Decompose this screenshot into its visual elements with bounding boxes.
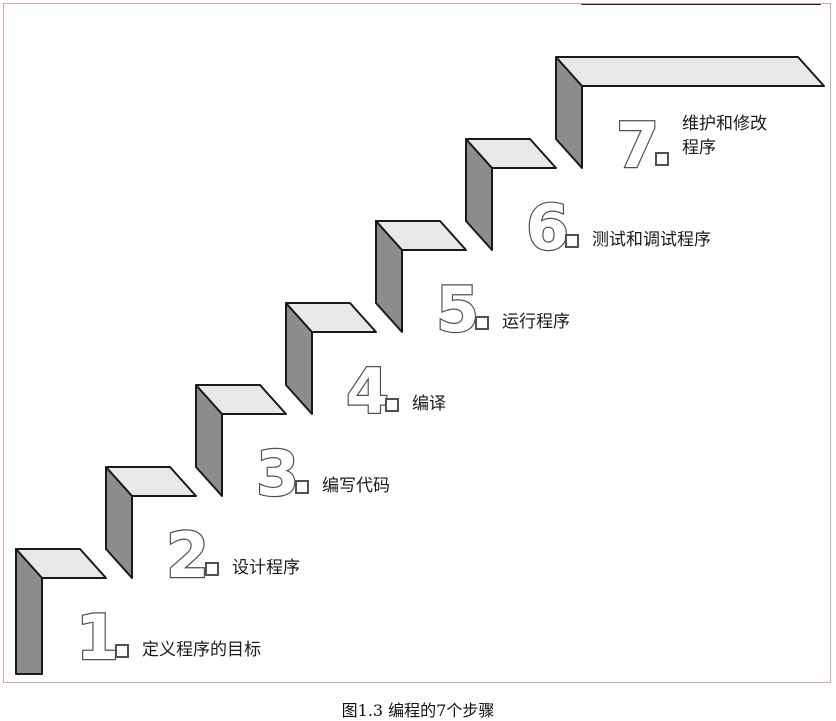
bullet-square-icon [655, 152, 669, 166]
stair-tread [285, 302, 377, 333]
step-number: 5 [436, 273, 479, 346]
step-4-label-group: 4 编译 [345, 354, 446, 429]
stair-tread [15, 548, 107, 579]
staircase-diagram: 1 定义程序的目标 2 设计程序 3 编写代码 4 编译 5 运行程序 6 测试和调试程序 7 维护和修改… [15, 4, 825, 675]
stair-tread [105, 466, 197, 497]
stair-step-1 [15, 548, 107, 675]
step-label-text: 测试和调试程序 [592, 230, 711, 250]
step-6-label-group: 6 测试和调试程序 [525, 190, 711, 265]
step-number: 7 [616, 109, 659, 182]
stair-step-2 [105, 466, 197, 579]
step-5-label-group: 5 运行程序 [435, 272, 570, 347]
step-label-text: 设计程序 [232, 558, 300, 578]
stair-tread [375, 220, 467, 251]
stairs-group [15, 4, 825, 675]
step-3-label-group: 3 编写代码 [255, 436, 390, 511]
bullet-square-icon [295, 480, 309, 494]
step-label-text: 维护和修改 [682, 114, 767, 134]
step-labels: 1 定义程序的目标 2 设计程序 3 编写代码 4 编译 5 运行程序 6 测试和调试程序 7 维护和修改… [75, 108, 767, 675]
figure-caption: 图1.3 编程的7个步骤 [341, 701, 495, 720]
stair-tread [195, 384, 287, 415]
step-number: 6 [526, 191, 569, 264]
step-label-text: 定义程序的目标 [142, 640, 261, 660]
stair-step-4 [285, 302, 377, 415]
stair-step-5 [375, 220, 467, 333]
stair-tread [555, 56, 825, 87]
bullet-square-icon [385, 398, 399, 412]
bullet-square-icon [115, 644, 129, 658]
step-number: 3 [256, 437, 299, 510]
bullet-square-icon [475, 316, 489, 330]
step-number: 4 [346, 355, 389, 428]
stair-tread [465, 138, 557, 169]
step-number: 2 [166, 519, 209, 592]
step-label-text: 运行程序 [502, 312, 570, 332]
bullet-square-icon [205, 562, 219, 576]
stair-step-7 [555, 56, 825, 169]
stair-step-3 [195, 384, 287, 497]
figure-frame: 1 定义程序的目标 2 设计程序 3 编写代码 4 编译 5 运行程序 6 测试和调试程序 7 维护和修改… [3, 3, 831, 683]
step-label-text: 编译 [412, 394, 446, 414]
step-2-label-group: 2 设计程序 [165, 518, 300, 593]
step-label-text: 程序 [682, 138, 716, 158]
step-number: 1 [76, 601, 119, 674]
bullet-square-icon [565, 234, 579, 248]
step-1-label-group: 1 定义程序的目标 [75, 600, 261, 675]
stair-step-6 [465, 138, 557, 251]
step-label-text: 编写代码 [322, 476, 390, 496]
